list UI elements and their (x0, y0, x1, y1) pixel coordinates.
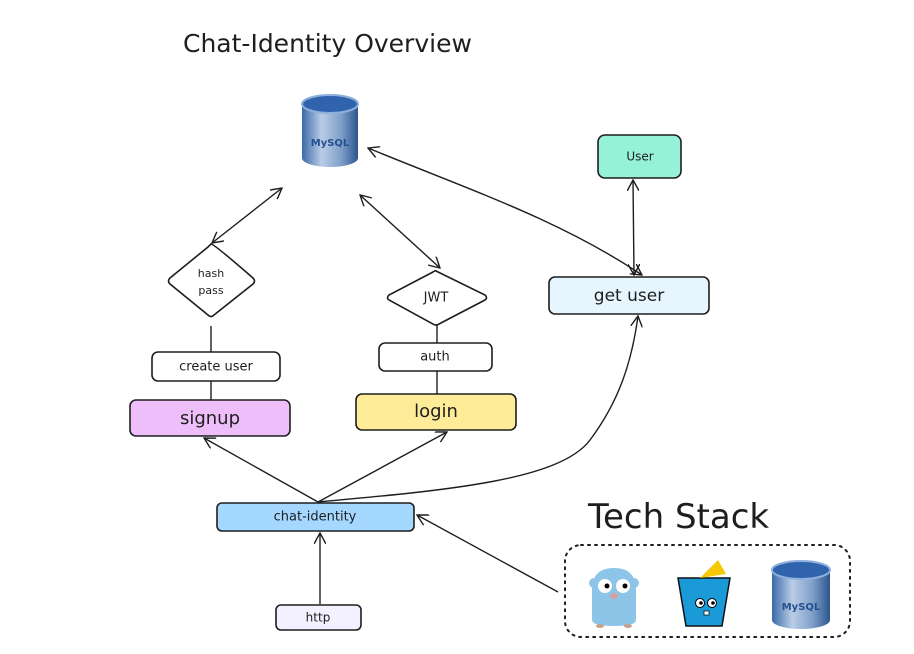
node-hash-pass-line1: hash (198, 267, 224, 280)
node-auth-label: auth (420, 350, 450, 365)
mysql-logo-text: MySQL (311, 138, 350, 149)
arrow-db-jwt (360, 195, 440, 268)
node-get-user[interactable]: get user (548, 276, 710, 315)
connectors (204, 148, 642, 604)
node-http-label: http (306, 611, 331, 625)
mysql-database-icon: MySQL (771, 560, 831, 629)
go-gopher-icon (589, 568, 639, 628)
arrow-user-getuser (633, 180, 634, 275)
node-user[interactable]: User (597, 134, 682, 179)
arrow-chatidentity-getuser (317, 316, 638, 503)
arrow-techstack-chatidentity (417, 515, 559, 593)
node-hash-pass-line2: pass (198, 284, 223, 297)
node-signup-label: signup (180, 408, 240, 429)
page-title: Chat-Identity Overview (183, 29, 472, 58)
node-auth[interactable]: auth (378, 342, 493, 372)
node-login-label: login (414, 401, 458, 422)
node-jwt[interactable]: JWT (386, 269, 488, 326)
node-hash-pass[interactable]: hash pass (167, 243, 256, 318)
node-create-user-label: create user (179, 360, 253, 375)
node-login[interactable]: login (355, 393, 517, 431)
node-chat-identity-label: chat-identity (274, 510, 357, 525)
arrow-db-getuser (368, 148, 642, 275)
arrow-chatidentity-login (317, 432, 447, 503)
gin-drink-gopher-icon (677, 560, 731, 627)
node-jwt-label: JWT (423, 291, 449, 306)
mysql-logo-text: MySQL (782, 602, 821, 613)
tech-stack-group (564, 544, 851, 638)
node-user-label: User (626, 150, 653, 164)
arrow-db-hashpass (212, 188, 282, 243)
arrow-chatidentity-signup (204, 438, 319, 503)
node-signup[interactable]: signup (129, 399, 291, 437)
node-chat-identity[interactable]: chat-identity (216, 502, 415, 532)
node-get-user-label: get user (594, 286, 664, 306)
tech-stack-title: Tech Stack (587, 497, 769, 537)
node-http[interactable]: http (275, 604, 362, 631)
mysql-database-icon: MySQL (301, 94, 359, 167)
node-create-user[interactable]: create user (151, 351, 281, 382)
